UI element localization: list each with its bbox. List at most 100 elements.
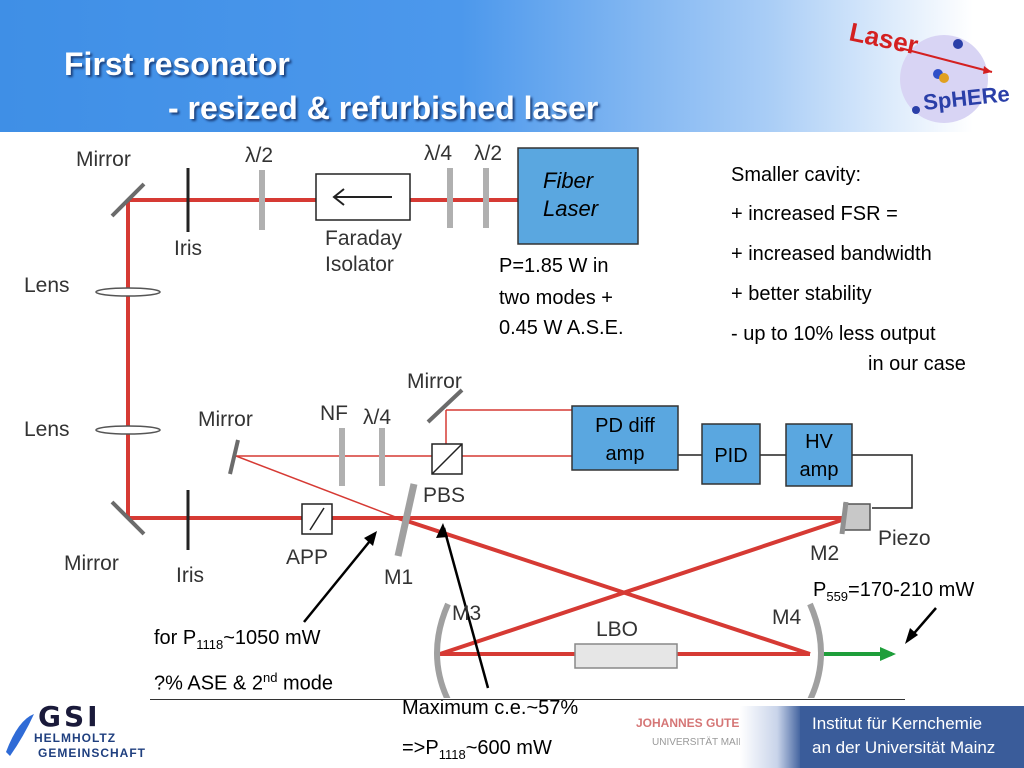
- power-note-1: P=1.85 W in: [499, 255, 609, 277]
- label-piezo: Piezo: [878, 527, 931, 550]
- pickoff-line-1: [235, 455, 399, 519]
- power-note-2: two modes +: [499, 287, 613, 309]
- logo-atom-icon: [939, 73, 949, 83]
- hv-label-2: amp: [800, 459, 839, 481]
- lbo-crystal: [574, 643, 678, 669]
- pd-diff-amp-box: [571, 405, 679, 471]
- p1118-note: for P1118~1050 mW: [154, 626, 321, 657]
- hv-label-1: HV: [805, 431, 833, 453]
- bullet-2: + increased FSR =: [731, 203, 898, 225]
- logo-beam-line: [899, 47, 993, 73]
- label-lens-1: Lens: [24, 274, 70, 297]
- institute-line-2: an der Universität Mainz: [812, 738, 996, 757]
- p559-note: P559=170-210 mW: [813, 578, 974, 609]
- fiber-laser-label-2: Laser: [543, 196, 600, 221]
- lens-2: [95, 425, 161, 435]
- mirror-m3: [434, 602, 451, 698]
- footer-divider: [150, 699, 905, 700]
- mirror-m4: [807, 602, 824, 698]
- label-m3: M3: [452, 602, 481, 625]
- pd-label-1: PD diff: [595, 415, 655, 437]
- mirror-mid-left: [228, 439, 240, 475]
- pbs-diagonal: [431, 443, 463, 475]
- bullet-5-continued: in our case: [868, 353, 966, 375]
- helmholtz-text-1: HELMHOLTZ: [34, 731, 117, 745]
- slide-title-line-2: - resized & refurbished laser: [168, 90, 599, 126]
- mirror-mid-right: [426, 388, 464, 424]
- label-nf: NF: [320, 402, 348, 425]
- arrow-to-m1: [303, 535, 375, 623]
- ase-note: ?% ASE & 2nd mode: [154, 666, 333, 696]
- slide-title-line-1: First resonator: [64, 46, 290, 82]
- pd-label-2: amp: [606, 443, 645, 465]
- jgu-logo-subtext: UNIVERSITÄT MAINZ: [652, 737, 752, 748]
- label-mirror-top-left: Mirror: [76, 148, 131, 171]
- green-arrow-icon: [880, 647, 896, 661]
- bullet-1: Smaller cavity:: [731, 164, 862, 186]
- label-half-wave-1: λ/2: [245, 144, 273, 167]
- label-m4: M4: [772, 606, 801, 629]
- logo-arrow-icon: [983, 66, 992, 74]
- mirror-m2: [839, 501, 849, 535]
- arrowhead-icon: [905, 628, 918, 644]
- label-mirror-mid-right: Mirror: [407, 370, 462, 393]
- label-faraday-2: Isolator: [325, 253, 394, 276]
- logo-dot-icon: [953, 39, 963, 49]
- label-app: APP: [286, 546, 328, 569]
- label-quarter-wave-mid: λ/4: [363, 406, 391, 429]
- arrow-note: =>P1118~600 mW: [402, 736, 552, 767]
- max-ce-note: Maximum c.e.~57%: [402, 697, 579, 719]
- electronics-wiring: [678, 454, 913, 509]
- institute-line-1: Institut für Kernchemie: [812, 714, 983, 733]
- power-note-3: 0.45 W A.S.E.: [499, 317, 624, 339]
- mirror-top-left: [110, 182, 146, 218]
- arrow-to-crossing: [442, 527, 490, 689]
- pid-label: PID: [714, 445, 747, 467]
- p559-value: =170-210 mW: [848, 579, 975, 601]
- logo-word-laser: Laser: [847, 17, 921, 61]
- bullet-5: - up to 10% less output: [731, 323, 936, 345]
- hv-amp-box: [785, 423, 853, 487]
- mirror-elements: [110, 182, 464, 536]
- label-pbs: PBS: [423, 484, 465, 507]
- lens-1: [95, 287, 161, 297]
- label-m2: M2: [810, 542, 839, 565]
- app-diagonal: [309, 507, 325, 531]
- helmholtz-logo-icon: [6, 714, 34, 756]
- label-mirror-bottom-left: Mirror: [64, 552, 119, 575]
- pid-box: [701, 423, 761, 485]
- label-iris-top: Iris: [174, 237, 202, 260]
- ase-prefix: ?% ASE & 2: [154, 672, 263, 695]
- left-arrow-icon: [332, 188, 345, 206]
- mirror-m1: [394, 483, 418, 557]
- arrowhead-icon: [436, 523, 448, 538]
- header-banner: [0, 0, 1024, 132]
- fiber-laser-label-1: Fiber: [543, 168, 595, 193]
- bullet-3: + increased bandwidth: [731, 243, 932, 265]
- beam-cross-2: [439, 516, 849, 656]
- label-lens-2: Lens: [24, 418, 70, 441]
- institute-sculpture-image: [740, 706, 802, 768]
- p1118-value: ~1050 mW: [223, 627, 321, 649]
- institute-banner: [800, 706, 1024, 768]
- mirror-bottom-left: [110, 500, 146, 536]
- laser-sphere-logo: Laser SpHERe: [847, 17, 1011, 123]
- wire-hv-piezo: [852, 454, 913, 509]
- label-quarter-wave-top: λ/4: [424, 142, 452, 165]
- arrow-subscript: 1118: [438, 747, 466, 762]
- label-lbo: LBO: [596, 618, 638, 641]
- label-half-wave-2: λ/2: [474, 142, 502, 165]
- fiber-laser-box: [517, 147, 639, 245]
- ase-superscript: nd: [262, 670, 278, 685]
- label-faraday-1: Faraday: [325, 227, 403, 250]
- p559-symbol: P: [813, 579, 827, 601]
- piezo-mount: [843, 503, 871, 531]
- p1118-subscript: 1118: [196, 637, 224, 652]
- optical-setup-diagram: Fiber Laser PD diff amp PID HV amp: [24, 142, 937, 698]
- helmholtz-text-2: GEMEINSCHAFT: [38, 746, 146, 760]
- beam-cross-1: [397, 516, 811, 656]
- p1118-prefix: for P: [154, 627, 197, 649]
- label-mirror-mid-left: Mirror: [198, 408, 253, 431]
- arrow-value: ~600 mW: [465, 737, 552, 759]
- label-iris-bottom: Iris: [176, 564, 204, 587]
